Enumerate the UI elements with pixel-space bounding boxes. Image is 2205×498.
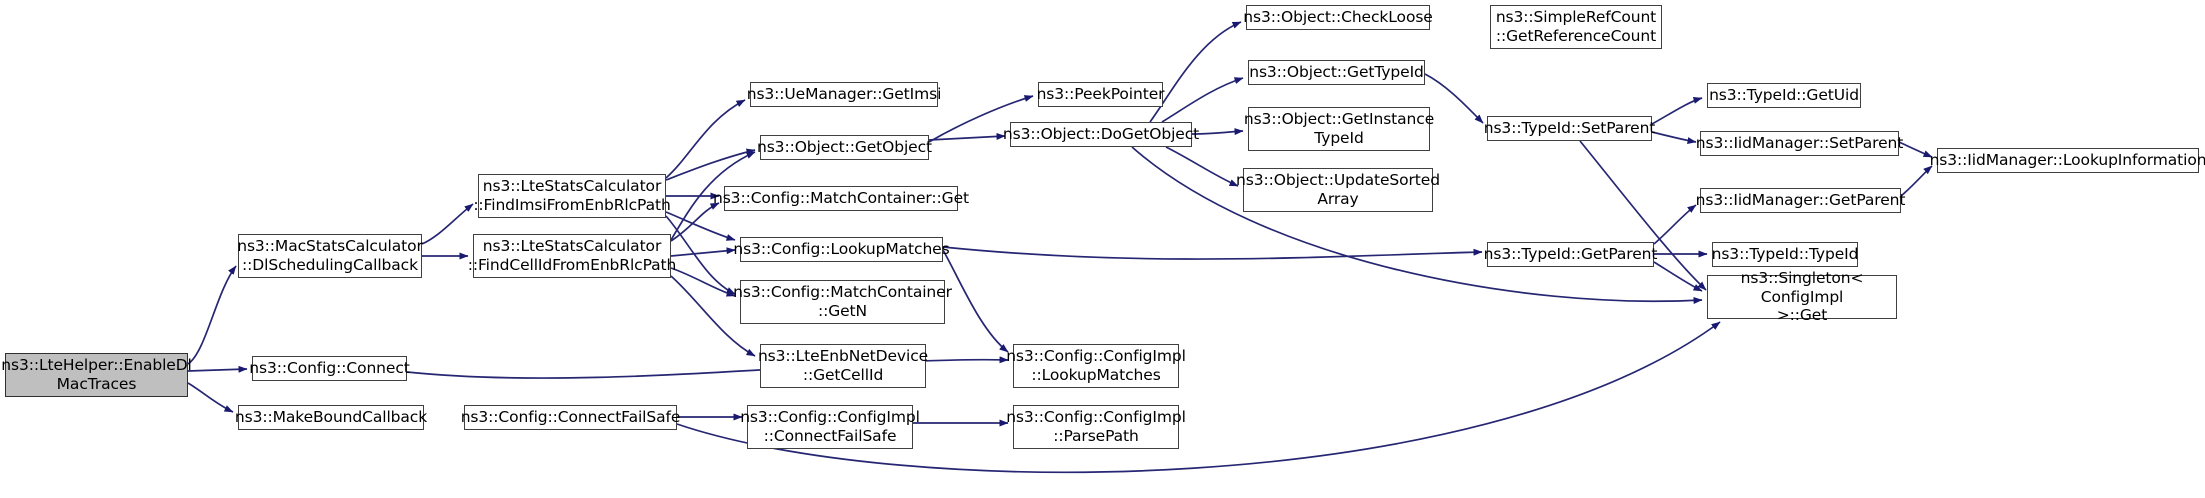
graph-node-n20[interactable]: ns3::Object::GetInstance TypeId <box>1244 107 1434 151</box>
graph-node-n0[interactable]: ns3::LteHelper::EnableDl MacTraces <box>1 353 192 397</box>
graph-node-n10[interactable]: ns3::Config::LookupMatches <box>733 237 950 262</box>
graph-node-n23[interactable]: ns3::TypeId::SetParent <box>1484 116 1655 141</box>
edge-n24-to-n27 <box>1653 204 1697 245</box>
edge-n23-to-n25 <box>1651 96 1703 125</box>
graph-node-label: ns3::UeManager::GetImsi <box>746 85 942 104</box>
edge-n4-to-n10 <box>665 211 736 241</box>
edge-n10-to-n14 <box>942 249 1009 353</box>
edge-n17-to-n20 <box>1191 128 1244 136</box>
graph-node-label: ns3::LteEnbNetDevice ::GetCellId <box>757 347 929 384</box>
edge-n26-to-n30 <box>1898 141 1933 158</box>
graph-node-n2[interactable]: ns3::Config::Connect <box>249 356 410 381</box>
graph-node-label: ns3::Object::GetObject <box>756 138 933 157</box>
graph-node-n28[interactable]: ns3::TypeId::TypeId <box>1712 242 1858 267</box>
graph-node-n27[interactable]: ns3::IidManager::GetParent <box>1696 188 1905 213</box>
edge-n1-to-n4 <box>421 203 474 245</box>
edge-n0-to-n3 <box>187 382 234 413</box>
edge-n27-to-n30 <box>1900 165 1933 197</box>
graph-node-n30[interactable]: ns3::IidManager::LookupInformation <box>1930 148 2205 173</box>
edge-n5-to-n11 <box>670 267 736 297</box>
graph-node-label: ns3::MacStatsCalculator ::DlSchedulingCa… <box>237 237 423 274</box>
graph-node-label: ns3::Config::ConfigImpl ::LookupMatches <box>1006 347 1186 384</box>
graph-node-n9[interactable]: ns3::Config::MatchContainer::Get <box>713 186 969 211</box>
graph-node-n5[interactable]: ns3::LteStatsCalculator ::FindCellIdFrom… <box>468 234 676 278</box>
graph-node-n18[interactable]: ns3::Object::CheckLoose <box>1243 5 1433 30</box>
graph-node-n25[interactable]: ns3::TypeId::GetUid <box>1707 83 1861 108</box>
graph-node-n7[interactable]: ns3::UeManager::GetImsi <box>747 82 941 107</box>
edge-n23-to-n26 <box>1651 131 1697 145</box>
graph-node-label: ns3::Config::LookupMatches <box>733 240 950 259</box>
graph-node-n14[interactable]: ns3::Config::ConfigImpl ::LookupMatches <box>1006 344 1186 388</box>
edge-n17-to-n21 <box>1165 146 1239 187</box>
graph-node-label: ns3::Object::UpdateSorted Array <box>1236 171 1440 208</box>
edge-n4-to-n8 <box>665 148 756 181</box>
graph-node-label: ns3::IidManager::LookupInformation <box>1929 151 2205 170</box>
graph-node-label: ns3::IidManager::GetParent <box>1695 191 1906 210</box>
graph-node-n29[interactable]: ns3::Singleton< ConfigImpl >::Get <box>1707 269 1897 324</box>
graph-node-label: ns3::Singleton< ConfigImpl >::Get <box>1740 268 1864 325</box>
graph-node-n17[interactable]: ns3::Object::DoGetObject <box>1003 122 1199 147</box>
graph-node-label: ns3::PeekPointer <box>1036 85 1165 104</box>
graph-node-n13[interactable]: ns3::Config::ConfigImpl ::ConnectFailSaf… <box>740 405 920 449</box>
graph-node-label: ns3::TypeId::SetParent <box>1483 119 1656 138</box>
edge-n17-to-n19 <box>1161 77 1244 123</box>
graph-node-label: ns3::Config::MatchContainer::Get <box>712 189 970 208</box>
graph-node-label: ns3::SimpleRefCount ::GetReferenceCount <box>1495 8 1657 45</box>
graph-node-label: ns3::Object::DoGetObject <box>1002 125 1200 144</box>
edge-n17-to-n18 <box>1149 21 1242 123</box>
graph-node-n1[interactable]: ns3::MacStatsCalculator ::DlSchedulingCa… <box>237 234 423 278</box>
graph-node-label: ns3::Config::ConfigImpl ::ConnectFailSaf… <box>740 408 920 445</box>
graph-node-n11[interactable]: ns3::Config::MatchContainer ::GetN <box>733 280 952 324</box>
graph-node-label: ns3::Config::Connect <box>249 359 410 378</box>
graph-node-n8[interactable]: ns3::Object::GetObject <box>756 135 933 160</box>
edge-n0-to-n2 <box>187 365 248 373</box>
edge-n0-to-n1 <box>187 265 237 365</box>
graph-node-label: ns3::Object::CheckLoose <box>1243 8 1433 27</box>
graph-node-n24[interactable]: ns3::TypeId::GetParent <box>1484 242 1657 267</box>
graph-node-n15[interactable]: ns3::Config::ConfigImpl ::ParsePath <box>1006 405 1186 449</box>
graph-node-n4[interactable]: ns3::LteStatsCalculator ::FindImsiFromEn… <box>473 174 671 218</box>
graph-node-label: ns3::Config::ConfigImpl ::ParsePath <box>1006 408 1186 445</box>
graph-node-n16[interactable]: ns3::PeekPointer <box>1036 82 1165 107</box>
graph-node-n3[interactable]: ns3::MakeBoundCallback <box>234 405 428 430</box>
graph-node-n6[interactable]: ns3::Config::ConnectFailSafe <box>461 405 680 430</box>
graph-node-label: ns3::LteStatsCalculator ::FindImsiFromEn… <box>473 177 671 214</box>
graph-node-label: ns3::LteHelper::EnableDl MacTraces <box>1 356 192 393</box>
edge-n4-to-n11 <box>665 215 736 295</box>
graph-node-n22[interactable]: ns3::SimpleRefCount ::GetReferenceCount <box>1490 5 1662 49</box>
graph-node-n26[interactable]: ns3::IidManager::SetParent <box>1696 131 1903 156</box>
edge-n10-to-n24 <box>942 246 1483 260</box>
edge-n8-to-n17 <box>928 132 1006 141</box>
graph-node-label: ns3::IidManager::SetParent <box>1695 134 1904 153</box>
graph-node-label: ns3::Config::ConnectFailSafe <box>460 408 681 427</box>
graph-node-label: ns3::MakeBoundCallback <box>234 408 428 427</box>
graph-node-n19[interactable]: ns3::Object::GetTypeId <box>1248 60 1425 85</box>
edge-n5-to-n9 <box>670 202 720 242</box>
edge-n24-to-n29 <box>1653 261 1703 292</box>
graph-node-label: ns3::TypeId::GetParent <box>1483 245 1658 264</box>
graph-node-n21[interactable]: ns3::Object::UpdateSorted Array <box>1236 168 1440 212</box>
graph-node-label: ns3::LteStatsCalculator ::FindCellIdFrom… <box>467 237 677 274</box>
edge-n5-to-n10 <box>670 247 736 257</box>
graph-node-label: ns3::TypeId::GetUid <box>1709 86 1859 105</box>
graph-node-label: ns3::Object::GetTypeId <box>1249 63 1424 82</box>
edge-n4-to-n7 <box>665 99 746 179</box>
edge-n23-to-n29 <box>1579 140 1707 291</box>
graph-node-label: ns3::Config::MatchContainer ::GetN <box>733 283 952 320</box>
graph-node-label: ns3::Object::GetInstance TypeId <box>1243 110 1435 147</box>
graph-node-label: ns3::TypeId::TypeId <box>1711 245 1859 264</box>
graph-node-n12[interactable]: ns3::LteEnbNetDevice ::GetCellId <box>757 344 929 388</box>
